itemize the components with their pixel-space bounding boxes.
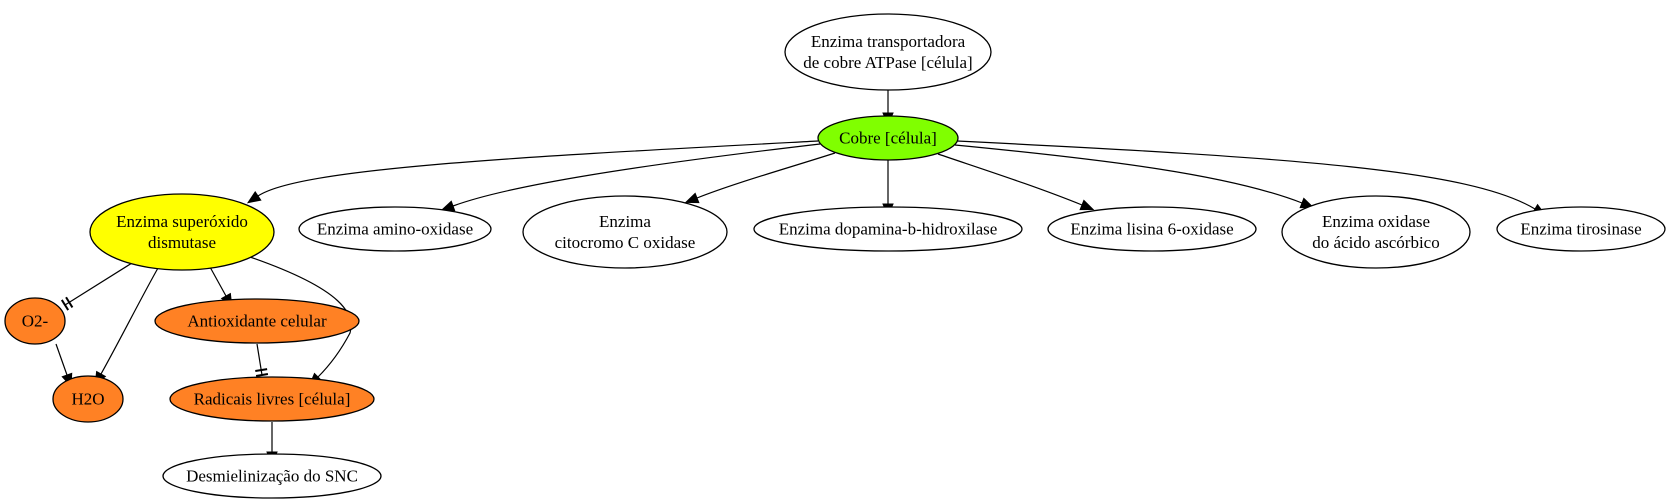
node-label: do ácido ascórbico (1312, 233, 1439, 252)
node-sod: Enzima superóxido dismutase (89, 193, 275, 271)
edge-sod-h2o (94, 267, 159, 386)
node-radicais: Radicais livres [célula] (169, 376, 375, 422)
node-ascorbico: Enzima oxidase do ácido ascórbico (1281, 195, 1471, 269)
node-label: Enzima dopamina-b-hidroxilase (779, 220, 998, 239)
edge-line (257, 140, 819, 197)
node-ellipse (89, 193, 275, 271)
node-ellipse (1496, 206, 1666, 252)
nodes-layer: Enzima transportadora de cobre ATPase [cé… (4, 13, 1666, 499)
node-dopamina: Enzima dopamina-b-hidroxilase (753, 206, 1023, 252)
edge-line (696, 152, 836, 199)
node-ellipse (162, 453, 382, 499)
inhibition-bar (255, 373, 269, 377)
node-label: dismutase (148, 233, 216, 252)
edge-line (100, 267, 159, 375)
node-label: Radicais livres [célula] (194, 390, 351, 409)
node-lisina: Enzima lisina 6-oxidase (1047, 206, 1257, 252)
node-ellipse (1047, 206, 1257, 252)
arrowhead (1079, 199, 1095, 211)
node-ellipse (522, 195, 728, 269)
edge-cobre-lisina (937, 153, 1095, 211)
edge-line (452, 143, 821, 207)
edge-cobre-citocromo (684, 152, 836, 204)
node-ellipse (1281, 195, 1471, 269)
node-ellipse (52, 375, 124, 423)
arrowhead (246, 190, 262, 204)
node-amino: Enzima amino-oxidase (298, 206, 492, 252)
node-label: Enzima lisina 6-oxidase (1070, 220, 1233, 239)
node-ellipse (753, 206, 1023, 252)
edge-line (954, 144, 1303, 204)
edge-cobre-sod (246, 140, 819, 204)
node-h2o: H2O (52, 375, 124, 423)
node-ellipse (154, 298, 360, 344)
node-antioxidante: Antioxidante celular (154, 298, 360, 344)
node-label: Enzima amino-oxidase (317, 220, 473, 239)
node-label: Enzima tirosinase (1520, 220, 1641, 239)
node-label: Cobre [célula] (839, 129, 937, 148)
arrowhead (684, 192, 700, 204)
node-desmielinizacao: Desmielinização do SNC (162, 453, 382, 499)
node-tirosinase: Enzima tirosinase (1496, 206, 1666, 252)
edge-line (55, 343, 68, 376)
node-cobre: Cobre [célula] (817, 115, 959, 161)
node-label: Enzima transportadora (811, 32, 966, 51)
edge-sod-o2 (60, 262, 133, 311)
node-ellipse (298, 206, 492, 252)
arrowhead (440, 200, 456, 212)
inhibition-bar (60, 299, 70, 311)
edge-antioxidante-radicais (255, 343, 269, 377)
edge-cobre-amino (440, 143, 821, 212)
node-label: Enzima (599, 212, 651, 231)
node-label: Enzima oxidase (1322, 212, 1430, 231)
node-label: Desmielinização do SNC (186, 467, 358, 486)
node-label: de cobre ATPase [célula] (803, 53, 972, 72)
node-label: citocromo C oxidase (555, 233, 696, 252)
node-ellipse (169, 376, 375, 422)
node-label: H2O (71, 390, 104, 409)
inhibition-bar (255, 368, 268, 373)
edge-line (209, 266, 227, 297)
node-label: Antioxidante celular (187, 312, 327, 331)
inhibition-bar (65, 296, 74, 308)
node-citocromo: Enzima citocromo C oxidase (522, 195, 728, 269)
edge-line (956, 140, 1536, 210)
node-label: Enzima superóxido (116, 212, 248, 231)
node-atpase: Enzima transportadora de cobre ATPase [cé… (784, 13, 992, 91)
node-ellipse (817, 115, 959, 161)
node-ellipse (784, 13, 992, 91)
node-o2: O2- (4, 297, 66, 345)
edge-cobre-ascorbico (954, 144, 1315, 209)
node-label: O2- (22, 312, 49, 331)
node-ellipse (4, 297, 66, 345)
edge-line (64, 262, 133, 306)
edge-line (937, 153, 1083, 206)
edge-cobre-tirosinase (956, 140, 1547, 216)
